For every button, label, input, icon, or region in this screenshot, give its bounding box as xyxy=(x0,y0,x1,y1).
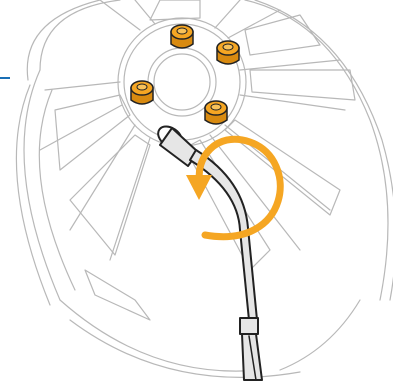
lug-wrench-icon xyxy=(154,122,262,380)
lug-nut-icon xyxy=(131,81,153,104)
lug-nut-icon xyxy=(205,101,227,124)
lug-nut-icon xyxy=(171,25,193,48)
lug-nuts xyxy=(131,25,239,124)
lug-nut-icon xyxy=(217,41,239,64)
